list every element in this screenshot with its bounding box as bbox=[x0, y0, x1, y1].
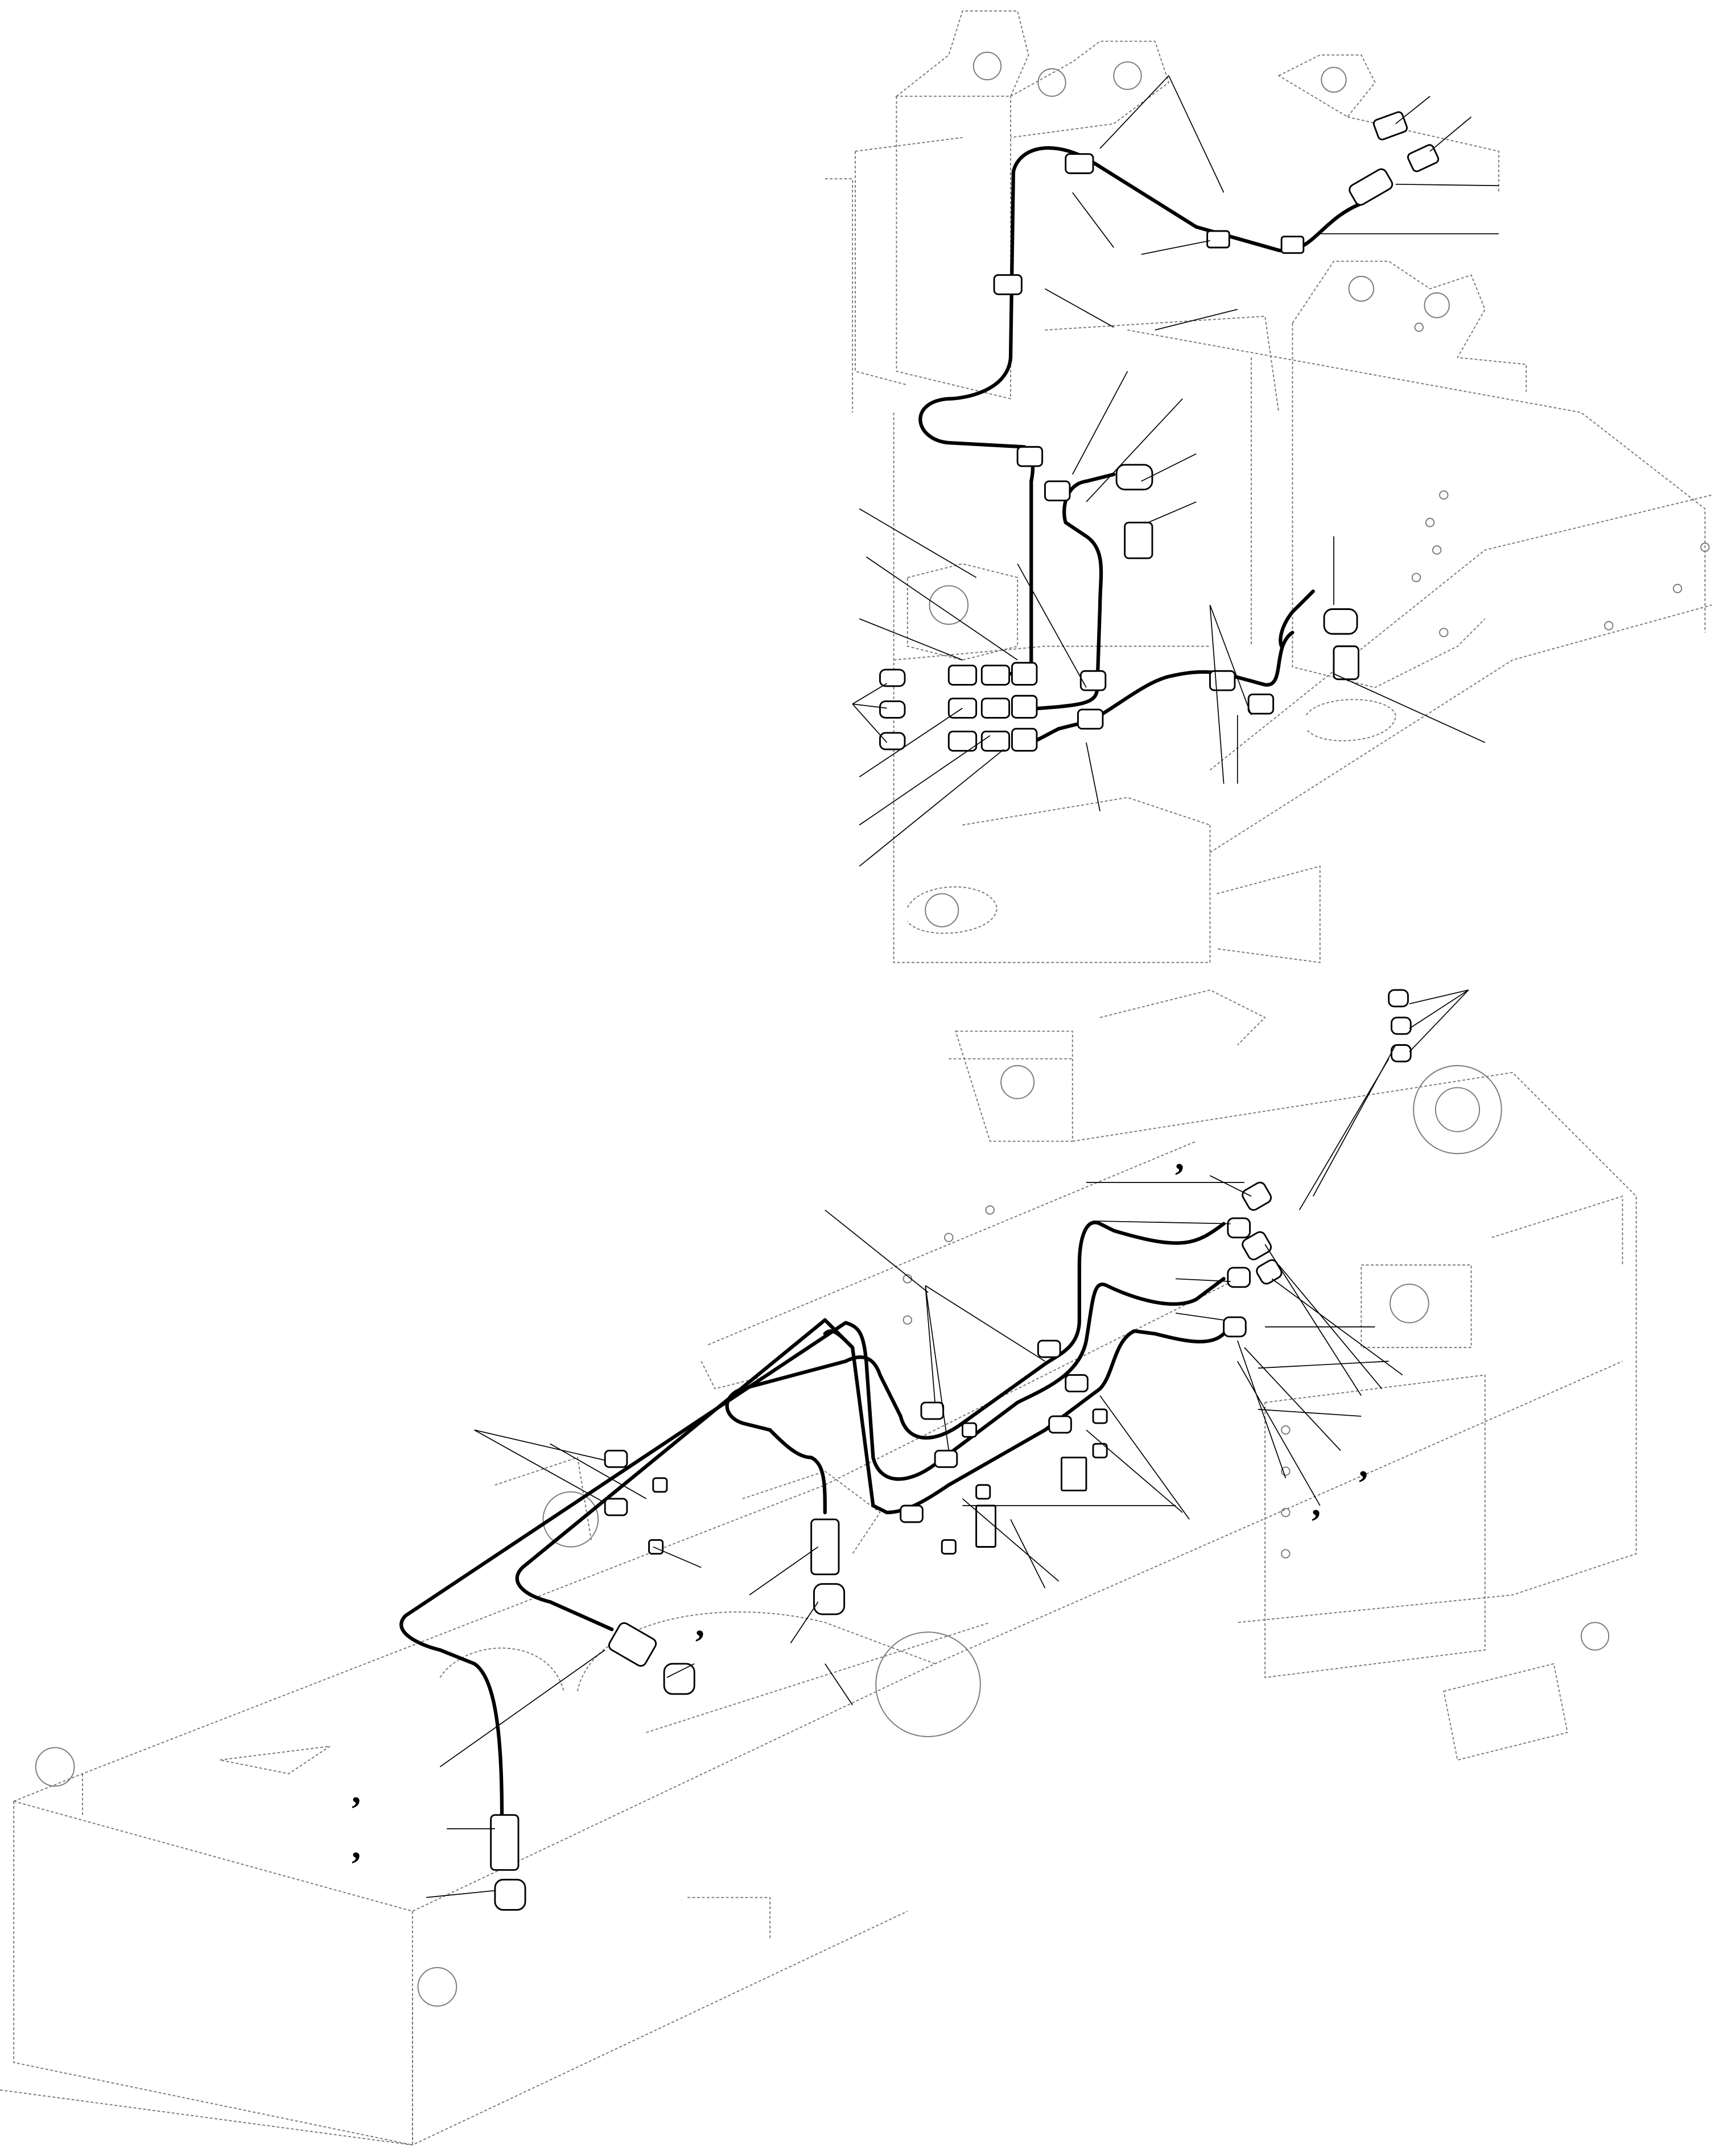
comma-mark-2: , bbox=[1359, 1444, 1368, 1485]
comma-mark-6: , bbox=[352, 1825, 361, 1866]
upper-fittings bbox=[879, 111, 1440, 752]
lower-frame-holes bbox=[35, 1065, 1610, 2007]
lower-hydraulic-lines bbox=[399, 1221, 1226, 1817]
upper-frame-outline bbox=[825, 10, 1712, 963]
upper-leader-lines bbox=[852, 75, 1499, 867]
comma-mark-4: , bbox=[695, 1603, 704, 1644]
upper-frame-holes bbox=[925, 51, 1710, 927]
comma-mark-5: , bbox=[352, 1770, 361, 1811]
lower-leader-lines bbox=[426, 990, 1469, 1898]
lower-fittings bbox=[490, 989, 1412, 1911]
comma-mark-1: , bbox=[1175, 1137, 1184, 1177]
comma-mark-3: , bbox=[1312, 1483, 1321, 1523]
lower-frame-outline bbox=[0, 989, 1637, 2146]
